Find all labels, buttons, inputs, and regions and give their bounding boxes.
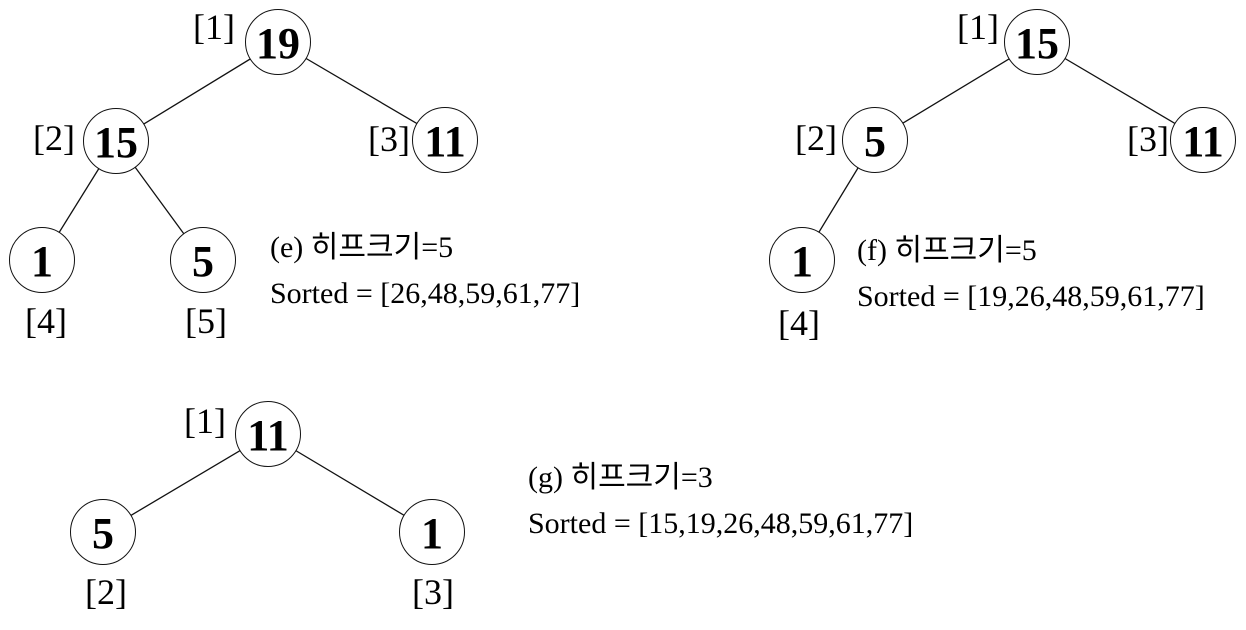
tree-edge — [41, 140, 117, 261]
tree-edge — [115, 41, 279, 142]
tree-edge — [102, 433, 269, 533]
tree-edge — [115, 140, 204, 261]
tree-edge — [801, 139, 876, 261]
tree-edge — [1036, 41, 1204, 141]
tree-edge — [267, 433, 433, 533]
tree-edge — [277, 41, 446, 141]
tree-edge — [874, 41, 1038, 141]
